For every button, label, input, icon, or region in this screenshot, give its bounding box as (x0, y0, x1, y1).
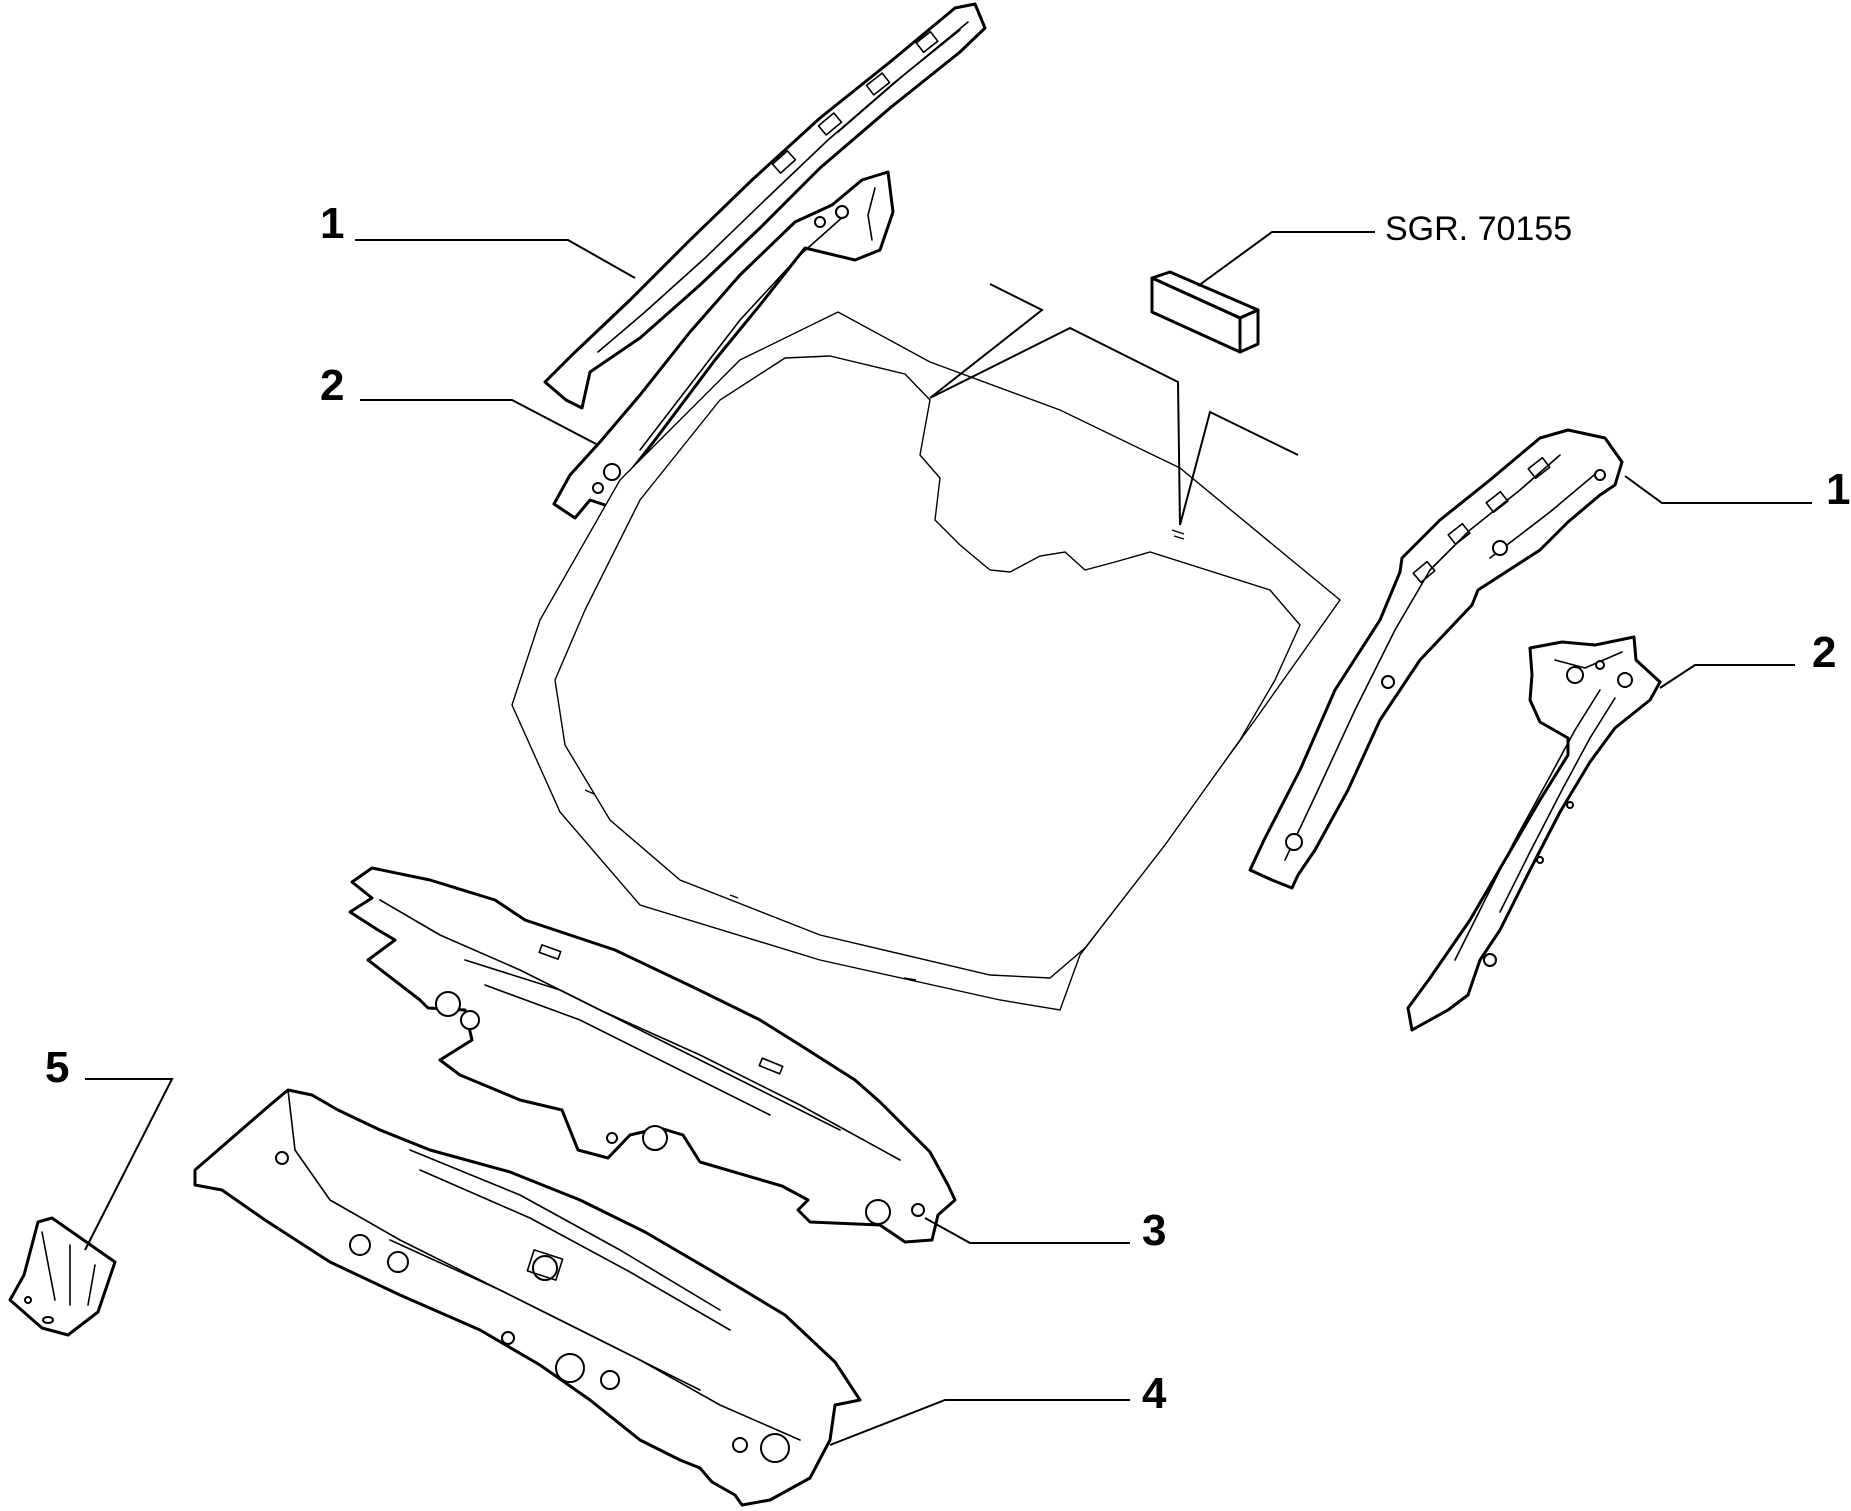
cowl-bracket-part (8, 1216, 117, 1337)
left-a-pillar-inner-part (552, 170, 895, 520)
leader-2-right (1659, 664, 1795, 689)
windshield-glass-part (511, 311, 1341, 1011)
leader-glass-a (929, 283, 1044, 399)
callout-1-right: 1 (1826, 465, 1850, 514)
sealant-kit-part (1150, 270, 1260, 354)
leader-sgr (1197, 231, 1375, 287)
callout-1-left: 1 (320, 199, 344, 248)
callout-4: 4 (1142, 1369, 1167, 1418)
leader-2-left (360, 399, 599, 446)
leader-4 (829, 1399, 1130, 1446)
callout-2-right: 2 (1812, 628, 1836, 677)
right-a-pillar-inner-part (1406, 635, 1662, 1032)
leader-1-left (355, 239, 636, 279)
callout-2-left: 2 (320, 361, 344, 410)
leader-glass-c (1179, 410, 1299, 526)
leader-glass-b (929, 326, 1181, 526)
callout-5: 5 (45, 1043, 69, 1092)
cowl-panel-lower-part (193, 1088, 862, 1507)
right-a-pillar-outer-part (1248, 428, 1624, 890)
leader-lines (84, 231, 1812, 1446)
left-a-pillar-outer-part (543, 2, 987, 410)
cowl-panel-upper-part (348, 866, 957, 1244)
reference-code-label: SGR. 70155 (1385, 210, 1572, 248)
callout-3: 3 (1142, 1206, 1166, 1255)
leader-1-right (1624, 475, 1812, 504)
leader-5 (84, 1078, 174, 1251)
leader-3 (924, 1217, 1130, 1244)
